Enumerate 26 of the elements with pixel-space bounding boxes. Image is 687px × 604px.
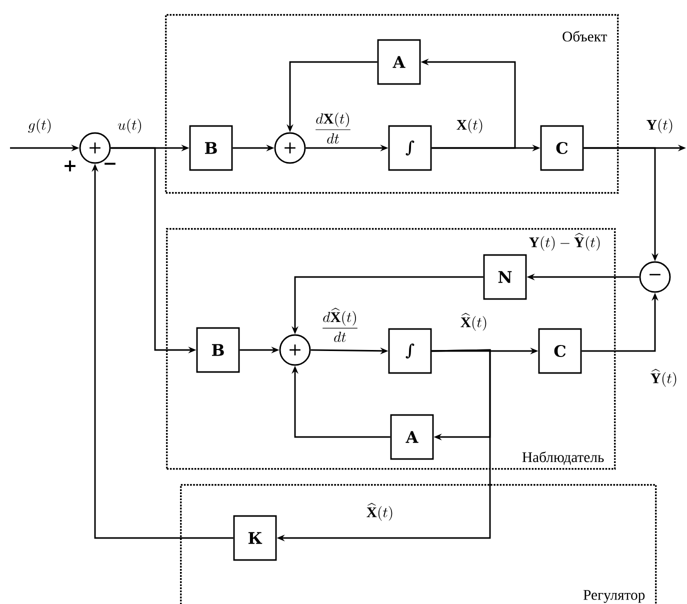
block-box: N [483, 254, 527, 300]
sign-label: + [64, 160, 76, 172]
sign-label: − [104, 162, 116, 165]
edge-label: $g(t)$ [26, 117, 54, 135]
edge-label: $\mathbf{Y}(t)$ [645, 117, 675, 135]
edge-label: $\widehat{\mathbf{X}}(t)$ [459, 312, 489, 332]
edge-label: $\widehat{\mathbf{X}}(t)$ [365, 502, 395, 522]
block-box: A [390, 414, 434, 460]
edge-label: $\mathbf{X}(t)$ [455, 117, 485, 135]
block-box: B [189, 125, 233, 171]
summing-junction: + [79, 132, 111, 164]
block-box: ∫ [388, 125, 432, 171]
block-box: C [538, 328, 582, 374]
edge-label: $\mathbf{Y}(t)-\widehat{\mathbf{Y}}(t)$ [528, 232, 602, 252]
edge-label: $\frac{d\widehat{\mathbf{X}}(t)}{dt}$ [320, 306, 360, 344]
summing-junction: − [639, 261, 671, 293]
summing-junction: + [274, 132, 306, 164]
block-box: ∫ [388, 328, 432, 374]
edge-label: $\frac{d\mathbf{X}(t)}{dt}$ [312, 111, 354, 145]
edge-label: $u(t)$ [116, 117, 144, 135]
block-box: К [233, 515, 277, 561]
block-box: B [196, 327, 240, 373]
summing-junction: + [279, 334, 311, 366]
block-box: A [377, 39, 421, 85]
edge-label: $\widehat{\mathbf{Y}}(t)$ [649, 368, 679, 388]
block-box: C [540, 125, 584, 171]
